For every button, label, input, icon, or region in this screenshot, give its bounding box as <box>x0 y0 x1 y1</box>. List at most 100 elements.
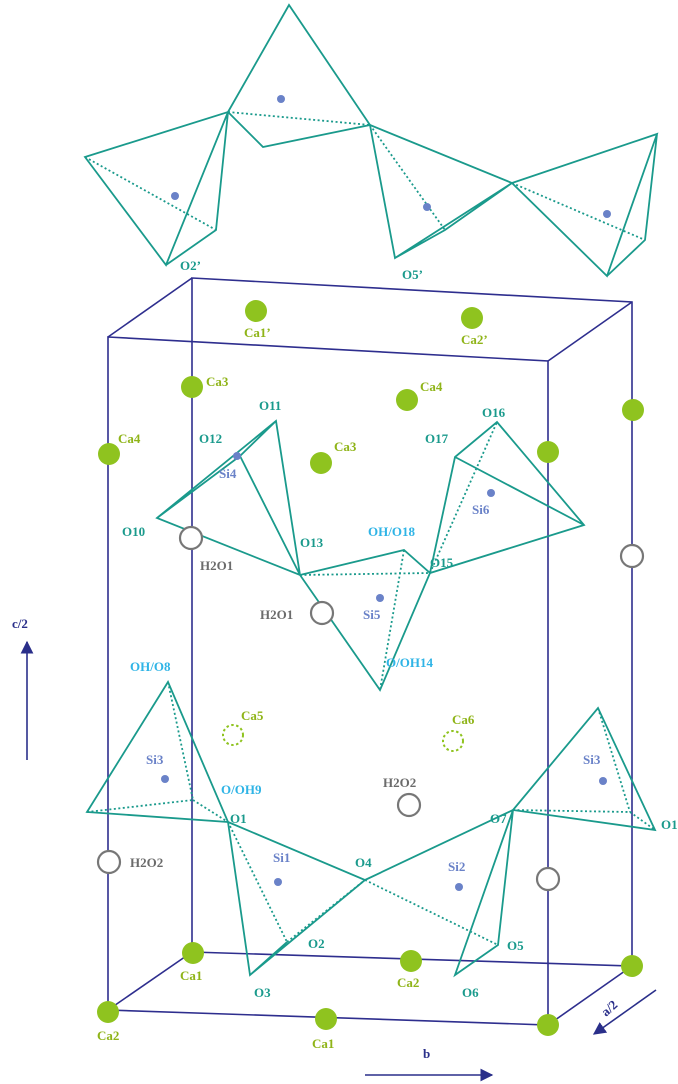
cell-edge-bottom-left <box>107 951 193 1011</box>
ca-atom-ca6 <box>442 730 464 752</box>
ca-atom-front-right <box>537 441 559 463</box>
label-o15: O15 <box>430 555 454 570</box>
tetrahedron-si3-left <box>85 680 230 824</box>
label-o4: O4 <box>355 855 372 870</box>
ca-atom-ca1-back <box>182 942 204 964</box>
axis-arrows <box>20 640 657 1082</box>
water-molecules <box>96 525 645 892</box>
label-ca3-left: Ca3 <box>206 374 229 389</box>
calcium-atoms <box>97 300 644 1036</box>
label-ca5: Ca5 <box>241 708 264 723</box>
ca-atom-ca5 <box>222 724 244 746</box>
cell-edge-bottom-right <box>547 965 633 1026</box>
h2o-atom-h2o1-left <box>178 525 204 551</box>
label-o10: O10 <box>122 524 145 539</box>
label-oh-o18: OH/O18 <box>368 524 415 539</box>
silicon-atoms <box>161 95 611 891</box>
h2o-atom-h2o1-mid <box>309 600 335 626</box>
label-si1: Si1 <box>273 850 290 865</box>
label-o3: O3 <box>254 985 271 1000</box>
tetrahedron-si6 <box>428 420 586 575</box>
top-tetrahedron-left <box>83 110 230 267</box>
si-atom-si1 <box>274 878 282 886</box>
top-tetrahedron-middle <box>368 123 514 260</box>
label-ca2-prime: Ca2’ <box>461 332 488 347</box>
label-o13: O13 <box>300 535 324 550</box>
label-o16: O16 <box>482 405 506 420</box>
label-ca1-back: Ca1 <box>180 968 202 983</box>
label-si3-left: Si3 <box>146 752 164 767</box>
ca-atom-ca3-left <box>181 376 203 398</box>
tetrahedron-si1 <box>226 820 367 977</box>
ca-atom-ca2-back <box>400 950 422 972</box>
h2o-atom-h2o2-left <box>96 849 122 875</box>
label-o2: O2 <box>308 936 325 951</box>
label-o2-prime: O2’ <box>180 258 201 273</box>
label-o-oh14: O/OH14 <box>386 655 433 670</box>
axis-label-b: b <box>423 1046 430 1061</box>
label-o-oh9: O/OH9 <box>221 782 262 797</box>
si-atom-si4 <box>233 452 241 460</box>
axis-labels: c/2 b a/2 <box>12 616 620 1061</box>
si-atom-si3-right <box>599 777 607 785</box>
si-atom-si2 <box>455 883 463 891</box>
label-o6: O6 <box>462 985 479 1000</box>
ca-atom-ca1-prime <box>245 300 267 322</box>
label-o17: O17 <box>425 431 449 446</box>
tetrahedron-si3-right <box>511 706 657 832</box>
h2o-atom-right-edge <box>619 543 645 569</box>
ca-atom-ca2-prime <box>461 307 483 329</box>
axis-label-a: a/2 <box>598 997 620 1019</box>
label-si6: Si6 <box>472 502 490 517</box>
tetrahedron-si2 <box>364 808 515 978</box>
cell-edge-top-left <box>107 277 193 338</box>
label-h2o1-left: H2O1 <box>200 558 233 573</box>
si-atom <box>603 210 611 218</box>
label-o-edge: O1 <box>661 817 678 832</box>
ca-atom-back-right <box>621 955 643 977</box>
label-ca4-mid: Ca4 <box>420 379 443 394</box>
h2o-atom-h2o2-mid <box>396 792 422 818</box>
label-ca4-left: Ca4 <box>118 431 141 446</box>
label-ca6: Ca6 <box>452 712 475 727</box>
si-atom-si6 <box>487 489 495 497</box>
label-o7: O7 <box>490 811 507 826</box>
label-ca3-mid: Ca3 <box>334 439 357 454</box>
label-h2o2-mid: H2O2 <box>383 775 416 790</box>
si-atom <box>277 95 285 103</box>
cell-edge-top-right <box>547 301 633 362</box>
label-h2o1-mid: H2O1 <box>260 607 293 622</box>
label-ca1-front: Ca1 <box>312 1036 334 1051</box>
si-atom <box>423 203 431 211</box>
label-o5-prime: O5’ <box>402 267 423 282</box>
label-ca2-front: Ca2 <box>97 1028 119 1043</box>
ca-atom-ca3-mid <box>310 452 332 474</box>
label-ca1-prime: Ca1’ <box>244 325 271 340</box>
ca-atom-ca4-mid <box>396 389 418 411</box>
label-si5: Si5 <box>363 607 381 622</box>
si-atom-si3-left <box>161 775 169 783</box>
label-o12: O12 <box>199 431 222 446</box>
tetrahedra-group <box>83 3 659 978</box>
label-si4: Si4 <box>219 466 237 481</box>
axis-label-c: c/2 <box>12 616 28 631</box>
partial-calcium-atoms <box>222 724 464 752</box>
si-atom-si5 <box>376 594 384 602</box>
label-o5: O5 <box>507 938 524 953</box>
h2o-atom-right-lower <box>535 866 561 892</box>
label-si3-right: Si3 <box>583 752 601 767</box>
ca-atom-ca1-front <box>315 1008 337 1030</box>
label-o11: O11 <box>259 398 281 413</box>
a-axis-arrow <box>592 989 657 1035</box>
tetrahedron-si4 <box>155 419 302 577</box>
si-atom <box>171 192 179 200</box>
top-tetrahedron-peak <box>226 3 372 148</box>
label-h2o2-left: H2O2 <box>130 855 163 870</box>
cell-front-face <box>107 336 549 1026</box>
label-si2: Si2 <box>448 859 465 874</box>
atom-labels: O2’ O5’ Ca1’ Ca2’ Ca3 Ca4 Ca4 O11 O12 Ca… <box>97 258 678 1051</box>
label-o1: O1 <box>230 811 247 826</box>
ca-atom-front-bottom-right <box>537 1014 559 1036</box>
cell-back-face <box>191 277 633 967</box>
